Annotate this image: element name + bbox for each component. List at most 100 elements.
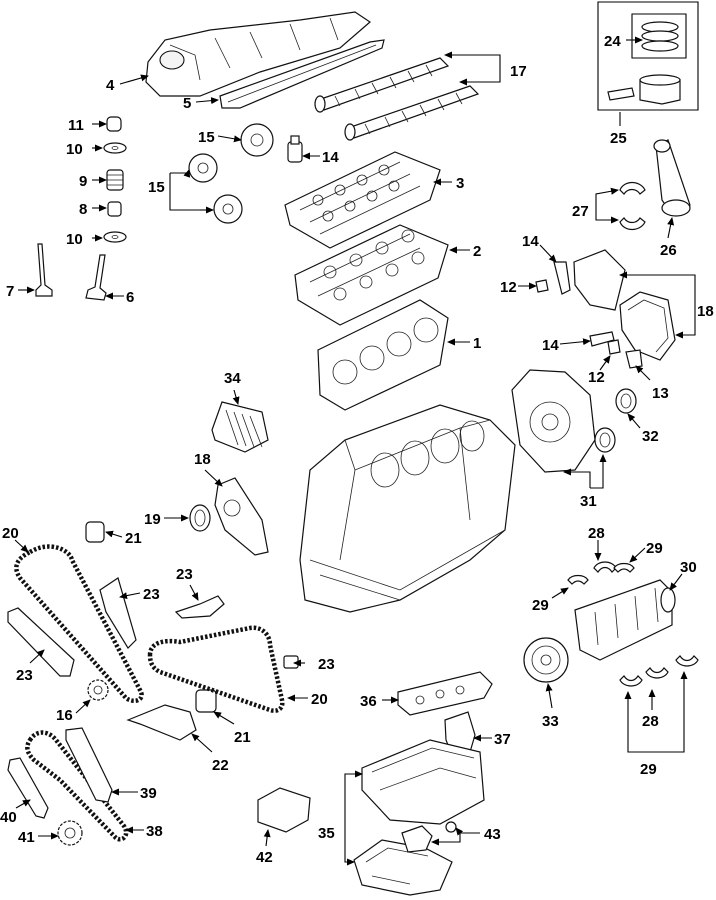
callout-11: 11 [68,117,84,134]
valve-spring [106,169,124,191]
callout-18-left: 18 [194,451,211,468]
callout-23-small: 23 [318,656,335,673]
chain-guide-left [7,607,75,677]
chain-guide-center [99,577,137,649]
callout-20-left: 20 [2,525,19,542]
drain-plug [445,821,457,833]
callout-21-upper: 21 [125,530,142,547]
cam-adjuster-lower [213,194,243,224]
callout-34: 34 [224,370,241,387]
callout-25: 25 [610,130,627,147]
callout-30: 30 [680,559,697,576]
callout-43: 43 [484,826,501,843]
oil-cooler [211,401,269,453]
callout-4: 4 [106,77,115,94]
cylinder-head-lower [294,224,449,326]
callout-39: 39 [140,785,157,802]
crankshaft [574,579,676,661]
valve-cover-gasket [219,39,385,109]
callout-29-left: 29 [532,597,549,614]
valve-cover [145,11,371,97]
callout-8: 8 [79,201,87,218]
callout-14-top: 14 [322,149,339,166]
callout-36: 36 [360,693,377,710]
callout-5: 5 [183,95,191,112]
callout-14-right: 14 [522,233,539,250]
crank-damper [523,637,569,683]
callout-13: 13 [652,385,669,402]
intake-valve [35,243,53,297]
oil-level-sensor [401,825,433,853]
cam-adjuster-upper [188,153,218,183]
callout-12-lower: 12 [588,369,605,386]
callout-38: 38 [146,823,163,840]
chain-guide-bracket [174,595,225,619]
idler-sprocket [87,679,109,701]
callout-41: 41 [18,829,35,846]
callout-18-right: 18 [697,303,714,320]
timing-cover-left [214,477,269,556]
callout-33: 33 [542,713,559,730]
callout-37: 37 [494,731,511,748]
piston-pin [607,87,635,101]
camshaft-sprocket [240,123,274,157]
piston-kit-box [597,1,699,111]
valve-keeper [106,116,122,132]
front-crank-seal [189,504,211,532]
callout-31: 31 [580,493,597,510]
bolt-upper [535,279,549,293]
timing-chain-right [147,625,285,713]
callout-10-lower: 10 [66,231,83,248]
callout-12-upper: 12 [500,279,517,296]
callout-29-top: 29 [646,540,663,557]
callout-27: 27 [572,203,589,220]
thrust-washer-left [567,574,589,585]
callout-42: 42 [256,849,273,866]
timing-chain-lower [25,730,129,842]
chain-guide-lower-long [65,727,113,803]
callout-19: 19 [144,511,161,528]
valve-stem-seal [107,201,122,217]
callout-23-left: 23 [16,667,33,684]
knock-sensor-lower [589,331,615,347]
callout-21-lower: 21 [234,729,251,746]
windage-tray [257,787,311,833]
piston-rings [641,21,679,52]
chain-tensioner-upper [85,521,105,543]
sensor-connector [625,349,643,369]
callout-6: 6 [126,289,134,306]
callout-2: 2 [473,243,481,260]
callout-23-bracket: 23 [176,566,193,583]
oil-pump [397,671,493,716]
chain-tensioner-lower [195,689,217,713]
callout-32: 32 [642,428,659,445]
chain-guide-lower-short [7,757,49,819]
callout-labels: 1 2 3 4 5 6 7 8 9 10 10 11 12 12 13 14 1… [0,33,714,866]
callout-28-lower: 28 [642,713,659,730]
flywheel-housing [511,369,596,473]
piston [639,74,681,105]
valve-spring-seat-upper [103,142,127,154]
callout-14-mid: 14 [542,337,559,354]
callout-15-lower: 15 [148,179,165,196]
callout-16: 16 [56,707,73,724]
lower-oil-pan [353,839,453,896]
bolt-lower [607,339,621,355]
callout-leaders [14,36,696,866]
camshafts [314,57,480,141]
engine-block [299,404,516,613]
connecting-rod [653,139,691,217]
knock-sensor-upper [553,261,571,295]
callout-3: 3 [456,175,464,192]
main-bearing-lower-3 [675,655,699,667]
chain-guide-rail [126,704,197,741]
callout-35: 35 [318,825,335,842]
exhaust-valve [85,254,107,301]
callout-9: 9 [79,173,87,190]
callout-26: 26 [660,242,677,259]
callout-23-guide: 23 [143,586,160,603]
head-gasket [317,299,449,411]
chain-guide-small [283,655,299,669]
main-bearing-lower-1 [619,675,643,687]
